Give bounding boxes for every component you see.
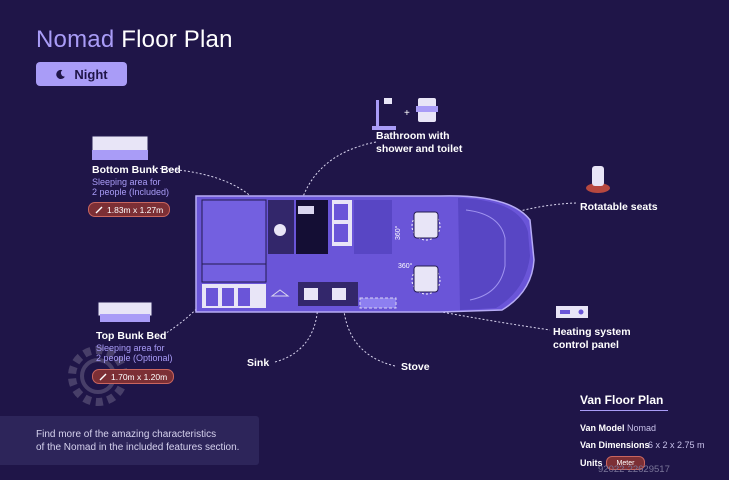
sink-label: Sink xyxy=(247,357,270,369)
night-mode-button[interactable]: Night xyxy=(36,62,127,86)
units-value: Meter xyxy=(616,459,635,467)
top-bunk-title: Top Bunk Bed xyxy=(96,330,167,342)
bathroom-label-line2: shower and toilet xyxy=(376,143,463,155)
van-model-label: Van Model xyxy=(580,423,625,433)
specs-divider xyxy=(580,410,668,411)
top-bunk-line1: Sleeping area for xyxy=(96,343,165,353)
units-selector[interactable]: Meter xyxy=(606,456,645,470)
bottom-bunk-dimension-badge: 1.83m x 1.27m xyxy=(88,202,171,217)
bottom-bunk-line1: Sleeping area for xyxy=(92,177,161,187)
toilet-icon xyxy=(416,98,438,122)
rotation-mark-2: 360° xyxy=(398,262,413,270)
info-line1: Find more of the amazing characteristics xyxy=(36,429,217,440)
van-dimensions-label: Van Dimensions xyxy=(580,440,650,450)
title-accent: Nomad xyxy=(36,26,115,53)
van-dimensions-value: 6 x 2 x 2.75 m xyxy=(648,440,705,450)
bottom-bunk-dimension: 1.83m x 1.27m xyxy=(107,204,164,215)
night-mode-label: Night xyxy=(74,66,108,82)
top-bunk-dimension-badge: 1.70m x 1.20m xyxy=(92,369,175,384)
moon-icon xyxy=(56,69,66,79)
heating-panel-icon xyxy=(556,306,588,318)
top-bunk-bed-icon xyxy=(97,301,153,322)
rotation-mark-1: 360° xyxy=(394,225,402,240)
watermark-text: 92022-22629517 xyxy=(598,464,670,475)
heating-label-line2: control panel xyxy=(553,339,619,351)
heating-label-line1: Heating system xyxy=(553,326,631,338)
bottom-bunk-title: Bottom Bunk Bed xyxy=(92,164,181,176)
van-floor-plan: 360° 360° xyxy=(195,195,535,313)
ruler-icon xyxy=(95,206,103,213)
features-info-box: Find more of the amazing characteristics… xyxy=(0,416,259,465)
bathroom-label-line1: Bathroom with xyxy=(376,130,450,142)
info-line2: of the Nomad in the included features se… xyxy=(36,442,240,453)
plus-sign: + xyxy=(404,108,410,119)
top-bunk-line2: 2 people (Optional) xyxy=(96,353,173,363)
ruler-icon xyxy=(99,373,107,380)
units-label: Units xyxy=(580,458,603,468)
bottom-bunk-line2: 2 people (Included) xyxy=(92,187,170,197)
van-model-value: Nomad xyxy=(627,423,657,433)
title-rest: Floor Plan xyxy=(121,26,233,53)
page-title: Nomad Floor Plan xyxy=(36,26,233,54)
top-bunk-dimension: 1.70m x 1.20m xyxy=(111,371,168,382)
rotatable-seat-icon xyxy=(586,166,610,193)
specs-title: Van Floor Plan xyxy=(580,393,664,407)
shower-icon xyxy=(372,98,396,130)
stove-label: Stove xyxy=(401,361,430,373)
bottom-bunk-bed-icon xyxy=(91,135,149,160)
rotatable-seats-label: Rotatable seats xyxy=(580,201,658,213)
